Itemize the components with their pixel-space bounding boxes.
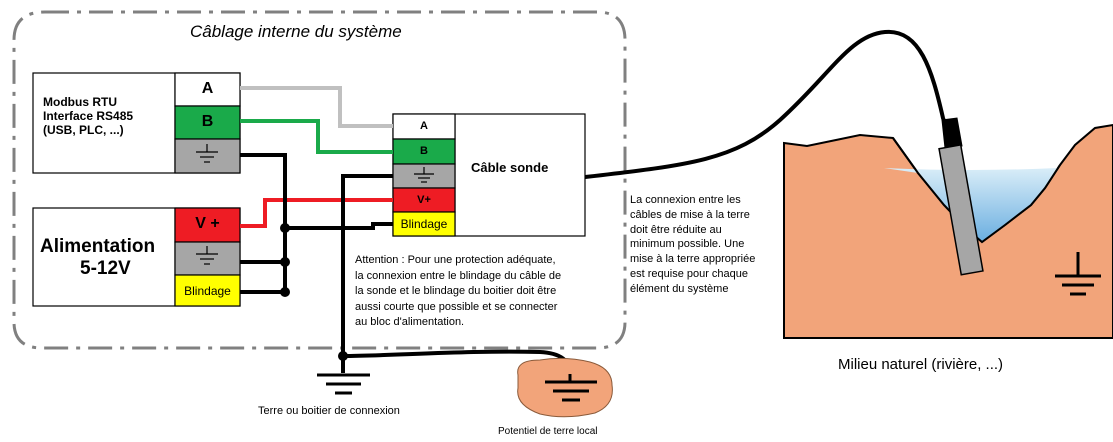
modbus-terminal-a-label: A xyxy=(201,80,214,97)
environment-label: Milieu naturel (rivière, ...) xyxy=(838,356,1004,373)
ground-icon xyxy=(414,167,434,183)
modbus-terminal-a xyxy=(174,72,241,107)
modbus-title-line1: Modbus RTU xyxy=(43,95,117,109)
earth-box-label: Terre ou boitier de connexion xyxy=(258,405,400,417)
power-shield-label: Blindage xyxy=(184,284,231,298)
modbus-title-line3: (USB, PLC, ...) xyxy=(43,123,124,137)
local-ground-blob xyxy=(517,357,613,418)
wire-b xyxy=(240,119,393,154)
probe-sensor xyxy=(938,144,984,276)
probe-a-label: A xyxy=(420,120,428,132)
junction-dots xyxy=(280,223,348,361)
probe-terminal-shield xyxy=(392,211,456,237)
probe-vplus-label: V+ xyxy=(417,194,431,206)
probe-terminal-vplus xyxy=(392,187,456,213)
wire-vplus xyxy=(240,198,393,228)
system-enclosure xyxy=(12,10,627,350)
ground-icon xyxy=(196,144,218,163)
power-vplus-label: V + xyxy=(195,215,220,232)
ground-icon xyxy=(196,246,218,265)
probe-terminal-a xyxy=(392,113,456,140)
environment-ground-symbol xyxy=(1055,252,1101,296)
wire-a xyxy=(240,86,393,128)
probe-b-label: B xyxy=(420,145,428,157)
modbus-terminal-b-label: B xyxy=(201,113,214,130)
power-voltage: 5-12V xyxy=(80,258,131,279)
local-ground-symbol xyxy=(545,374,597,402)
attention-note: Attention : Pour une protection adéquate… xyxy=(355,254,562,328)
grounding-note: La connexion entre les câbles de mise à … xyxy=(630,194,756,295)
local-ground-label: Potentiel de terre local xyxy=(498,426,598,437)
probe-boot xyxy=(941,117,963,149)
probe-shield-label: Blindage xyxy=(400,217,448,231)
earth-ground-symbol xyxy=(317,373,370,395)
probe-cable xyxy=(583,29,954,179)
system-title: Câblage interne du système xyxy=(190,22,402,41)
probe-label: Câble sonde xyxy=(471,160,549,175)
power-title: Alimentation xyxy=(40,236,156,257)
modbus-title-line2: Interface RS485 xyxy=(43,109,134,123)
